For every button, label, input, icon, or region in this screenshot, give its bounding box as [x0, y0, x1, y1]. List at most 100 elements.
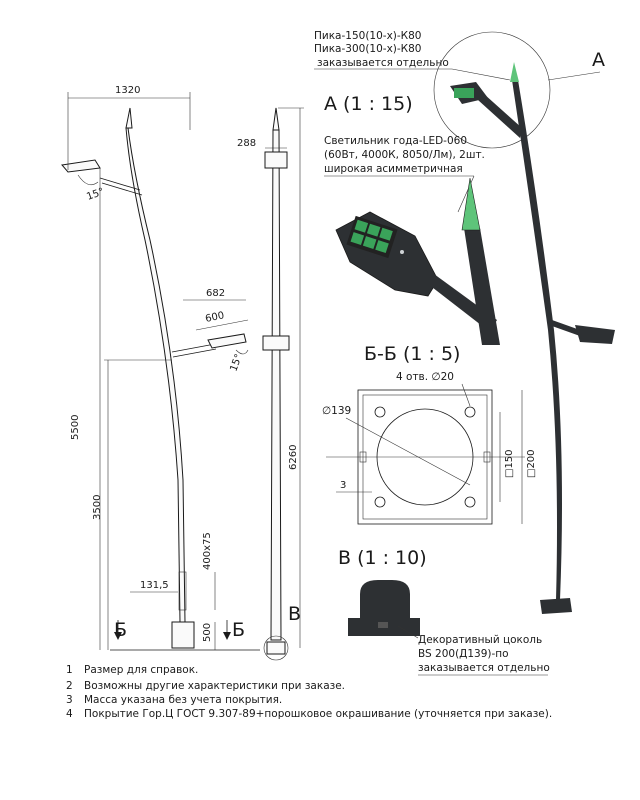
angle-15-upper: 15°	[85, 186, 105, 202]
pole-front-view: В 288 6260	[237, 107, 304, 661]
notes: 1 Размер для справок. 2 Возможны другие …	[66, 664, 552, 720]
view-bb-title: Б-Б (1 : 5)	[364, 343, 460, 365]
lamp-line-3: широкая асимметричная	[324, 163, 463, 175]
lamp-line-2: (60Вт, 4000К, 8050/Лм), 2шт.	[324, 149, 485, 161]
dim-288: 288	[237, 138, 256, 149]
pole-side-view: 1320 15° 5500 3500 682 600 15° 400x75 13…	[61, 85, 260, 651]
render-base	[540, 598, 572, 614]
section-b-right: Б	[232, 619, 245, 641]
d3-label: 3	[340, 480, 346, 491]
pika-leader	[451, 68, 511, 81]
dim-3500: 3500	[92, 495, 103, 520]
note-text: Размер для справок.	[84, 664, 198, 676]
pika-line-2: Пика-300(10-х)-К80	[314, 43, 422, 55]
decorative-base-slot	[378, 622, 388, 628]
angle-arc-upper	[77, 174, 99, 186]
note-num: 2	[66, 680, 73, 692]
d150-label: □150	[504, 449, 515, 478]
view-a-pole	[464, 228, 500, 345]
base-leader	[397, 625, 419, 639]
detail-v-mark: В	[288, 603, 301, 625]
note-text: Покрытие Гор.Ц ГОСТ 9.307-89+порошковое …	[84, 708, 552, 720]
dim-682: 682	[206, 288, 225, 299]
lower-arm	[171, 343, 216, 353]
view-a: А (1 : 15) Светильник года-LED-060 (60Вт…	[324, 93, 500, 345]
render-upper-arm	[478, 94, 522, 138]
detail-a-leader	[547, 71, 601, 81]
lower-lamp	[207, 333, 247, 349]
render-lower-arm	[552, 320, 580, 336]
pole-3d-render	[450, 62, 615, 614]
bolt-hole	[464, 496, 476, 508]
note-text: Масса указана без учета покрытия.	[84, 694, 282, 706]
holes-label: 4 отв. ∅20	[396, 371, 454, 383]
base-line-3: заказывается отдельно	[418, 662, 550, 674]
dim-400x75: 400x75	[202, 532, 213, 570]
dim-line-600	[195, 319, 249, 331]
note-num: 1	[66, 664, 73, 676]
note-text: Возможны другие характеристики при заказ…	[84, 680, 345, 692]
pole-body	[125, 127, 186, 623]
view-a-title: А (1 : 15)	[324, 93, 413, 115]
upper-arm-2	[101, 182, 143, 196]
detail-a-mark: А	[592, 49, 605, 71]
arrowhead-left	[114, 632, 122, 640]
render-lower-lamp	[575, 325, 615, 344]
front-lower-lamp	[262, 335, 290, 351]
lamp-screw	[400, 250, 404, 254]
note-num: 3	[66, 694, 73, 706]
detail-v-circle	[263, 635, 289, 661]
bolt-hole	[464, 406, 476, 418]
dim-6260: 6260	[288, 445, 299, 470]
led-module	[362, 236, 377, 250]
base-line-2: BS 200(Д139)-по	[418, 648, 509, 660]
view-v-title: В (1 : 10)	[338, 547, 427, 569]
pika-line-1: Пика-150(10-х)-К80	[314, 30, 422, 42]
led-module	[366, 223, 381, 237]
bolt-hole	[374, 496, 386, 508]
d139-leader	[345, 417, 471, 486]
led-module	[379, 227, 393, 241]
lower-arm-2	[172, 348, 217, 358]
lamp-line-1: Светильник года-LED-060	[324, 135, 467, 147]
bolt-hole	[374, 406, 386, 418]
dim-131: 131,5	[140, 580, 169, 591]
pole-spike	[125, 107, 133, 129]
base-line-1: Декоративный цоколь	[418, 634, 542, 646]
section-b-left: Б	[114, 619, 127, 641]
holes-leader	[461, 383, 471, 407]
pole-base	[171, 621, 195, 649]
view-v: В (1 : 10) Декоративный цоколь BS 200(Д1…	[338, 547, 550, 676]
lamp-leader	[457, 175, 475, 213]
dim-5500: 5500	[70, 415, 81, 440]
front-pole-spike	[272, 107, 280, 131]
dim-600: 600	[204, 310, 225, 325]
led-modules	[350, 219, 393, 254]
render-pole-tip	[510, 62, 519, 82]
top-callouts: Пика-150(10-х)-К80 Пика-300(10-х)-К80 за…	[314, 30, 605, 149]
front-pole-body	[270, 129, 282, 641]
upper-arm	[99, 177, 141, 191]
d139-label: ∅139	[322, 405, 351, 417]
led-module	[375, 240, 389, 254]
view-bb: Б-Б (1 : 5) 4 отв. ∅20 ∅139 3 □150 □200	[322, 343, 537, 525]
render-upper-led	[454, 88, 474, 98]
service-door	[178, 571, 187, 611]
d200-label: □200	[526, 449, 537, 478]
note-num: 4	[66, 708, 73, 720]
pika-line-3: заказывается отдельно	[317, 57, 449, 69]
angle-15-lower: 15°	[228, 353, 244, 373]
arrowhead-right	[223, 632, 231, 640]
led-module	[350, 232, 365, 245]
angle-arc-lower	[235, 349, 249, 355]
dim-1320: 1320	[115, 85, 140, 96]
led-module	[354, 219, 369, 233]
view-a-tip	[461, 177, 481, 231]
front-base	[266, 641, 286, 655]
decorative-base-dome	[360, 580, 410, 618]
front-upper-lamp	[264, 151, 288, 169]
dim-500: 500	[202, 623, 213, 642]
render-pole-body	[512, 80, 562, 600]
detail-a-circle	[433, 31, 551, 149]
